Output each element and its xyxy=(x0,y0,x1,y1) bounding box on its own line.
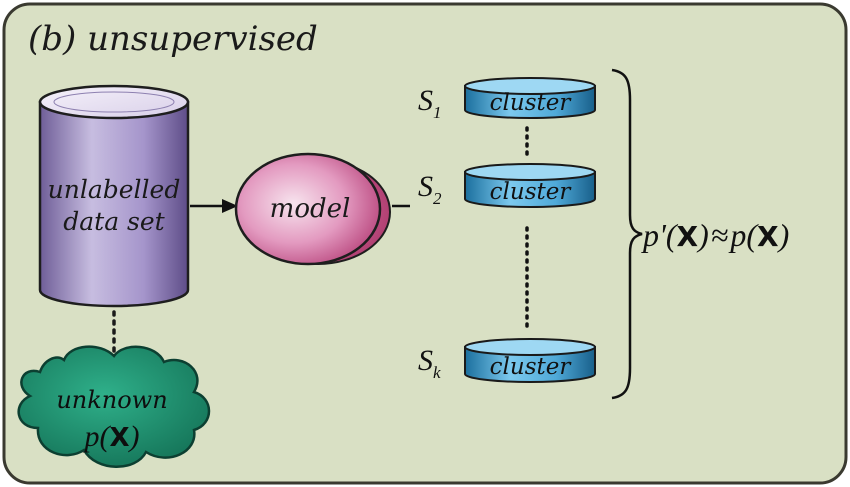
cluster-2-label: cluster xyxy=(490,179,573,205)
unknown-distribution-cloud xyxy=(17,345,211,468)
unknown-probability: p(X) xyxy=(82,420,139,453)
cluster-2 xyxy=(464,163,596,208)
model-label: model xyxy=(270,194,351,224)
panel-title: (b) unsupervised xyxy=(28,19,318,59)
cluster-k xyxy=(464,338,596,383)
cluster-k-label: cluster xyxy=(490,354,573,380)
cluster-k-symbol: Sk xyxy=(418,344,441,382)
unknown-x: X xyxy=(109,423,129,453)
cluster-1-symbol: S1 xyxy=(418,84,442,122)
approx-symbol: ≈ xyxy=(711,217,729,253)
approximation-formula: p'(X)≈p(X) xyxy=(641,217,789,253)
cluster-2-symbol: S2 xyxy=(418,170,442,208)
model-node xyxy=(234,152,391,266)
dataset-cylinder xyxy=(38,84,190,308)
unknown-label: unknown xyxy=(56,386,167,414)
cluster-1 xyxy=(464,77,596,119)
formula-rhs-x: X xyxy=(757,220,779,253)
cluster-1-label: cluster xyxy=(490,90,573,116)
formula-lhs-x: X xyxy=(677,220,699,253)
cluster-group-bracket xyxy=(611,68,643,400)
dataset-label-line1: unlabelled xyxy=(48,175,181,204)
dataset-label-line2: data set xyxy=(63,207,165,236)
dataset-to-model-arrow xyxy=(190,199,238,213)
